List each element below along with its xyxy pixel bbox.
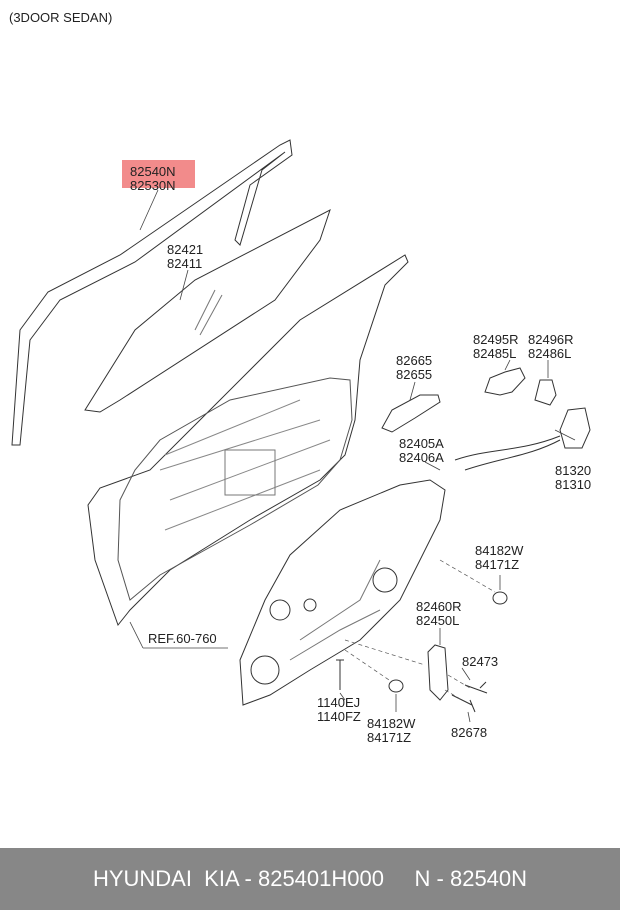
part-number-82460R: 82460R [416,599,462,614]
part-number-82496R: 82496R [528,332,574,347]
part-number-82405A: 82405A [399,436,444,451]
glass-part [84,208,331,413]
door-shell-part [87,254,409,627]
part-number-81320: 81320 [555,463,592,478]
regulator-part [427,644,449,701]
inside-handle-part [381,394,441,433]
bolt-part [464,681,488,694]
footer-text: HYUNDAI KIA - 825401H000 N - 82540N [92,866,528,891]
latch-part [559,407,591,449]
part-number-82540N: 82540N [130,164,176,179]
part-number-82450L: 82450L [416,613,460,628]
part-number-84182W: 84182W [475,543,524,558]
part-number-82678: 82678 [451,725,488,740]
bracket2-part [534,379,557,406]
plug2-part [388,679,404,693]
reference-label: REF.60-760 [148,631,217,646]
part-number-84171Z: 84171Z [475,557,520,572]
bolt2-part [451,694,476,713]
weatherstrip-part [11,139,293,446]
part-number-82495R: 82495R [473,332,519,347]
part-number-82485L: 82485L [473,346,517,361]
part-number-84171Z-2: 84171Z [367,730,412,745]
highlight-marker [122,160,195,188]
part-number-82421: 82421 [167,242,204,257]
part-number-82406A: 82406A [399,450,444,465]
part-number-81310: 81310 [555,477,592,492]
part-number-82473: 82473 [462,654,499,669]
part-number-82655: 82655 [396,367,433,382]
part-number-1140FZ: 1140FZ [317,709,361,724]
part-number-82530N: 82530N [130,178,176,193]
bracket-part [484,367,526,396]
footer-bar: HYUNDAI KIA - 825401H000 N - 82540N [0,848,620,910]
part-number-1140EJ: 1140EJ [317,695,361,710]
part-number-84182W-2: 84182W [367,716,416,731]
part-number-82411: 82411 [167,256,203,271]
part-number-82486L: 82486L [528,346,572,361]
screw-part [336,659,344,690]
door-module-part [239,479,446,706]
plug-part [492,591,508,605]
variant-label: (3DOOR SEDAN) [9,10,113,25]
door-exploded-diagram [11,139,591,723]
cable-part [454,435,561,461]
part-number-82665: 82665 [396,353,433,368]
